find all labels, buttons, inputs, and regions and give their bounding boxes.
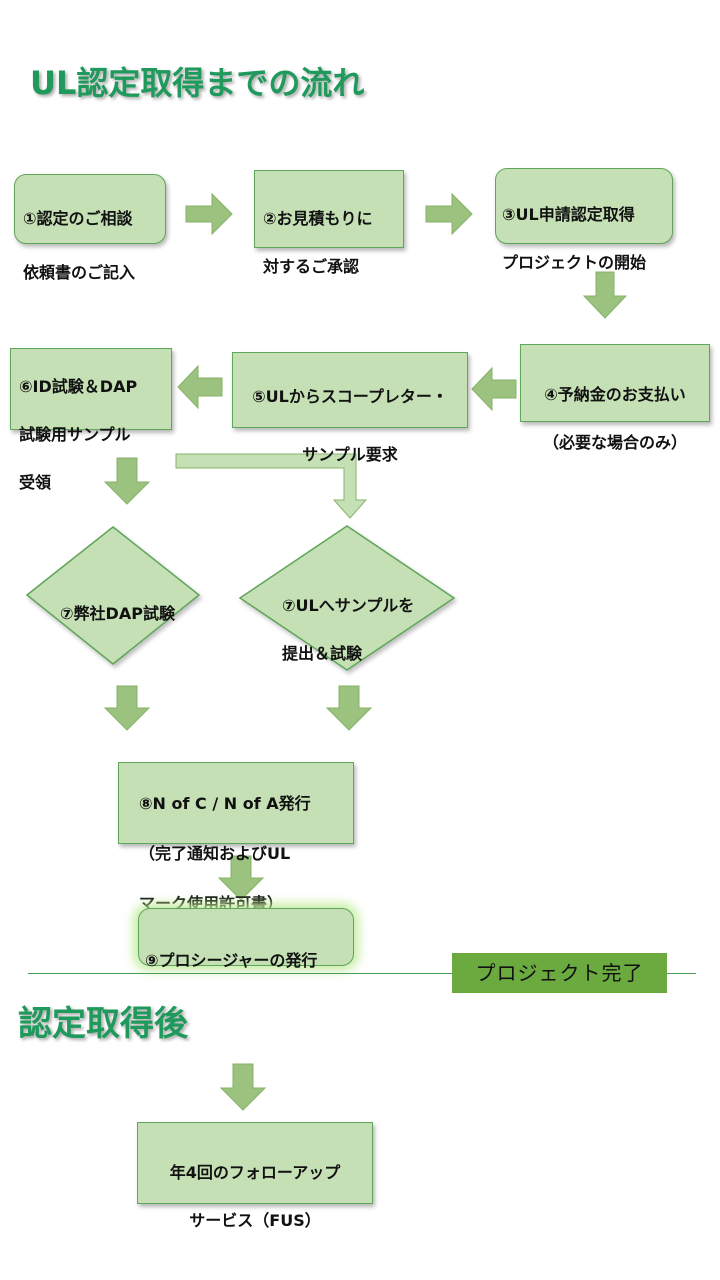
arrow-down-3-4 [582,271,628,319]
step-3-line-1: ③UL申請認定取得 [502,205,635,224]
step-1-line-2: 依頼書のご記入 [23,263,136,282]
step-4-line-2: （必要な場合のみ） [542,433,687,452]
step-1-line-1: ①認定のご相談 [23,209,133,228]
step-6-line-3: 受領 [19,473,52,492]
step-2-line-2: 対するご承認 [263,257,360,276]
step-4-prepayment: ④予納金のお支払い （必要な場合のみ） [520,344,710,452]
page-title: UL認定取得までの流れ [30,64,365,102]
step-8-line-2: （完了通知およびUL [139,844,291,863]
arrow-left-4-5 [471,366,517,412]
step-3-project-start: ③UL申請認定取得 プロジェクトの開始 [495,168,673,272]
arrow-left-5-6 [177,364,223,410]
step-5-line-2: サンプル要求 [302,445,398,464]
step-3-line-2: プロジェクトの開始 [502,253,647,272]
step-2-line-1: ②お見積もりに [263,209,373,228]
fus-line-2: サービス（FUS） [189,1211,321,1230]
step-2-estimate-approval: ②お見積もりに 対するご承認 [254,170,404,276]
step-9-procedure-issuance: ⑨プロシージャーの発行 [138,908,354,970]
follow-up-service: 年4回のフォローアップ サービス（FUS） [137,1122,373,1230]
section-divider [28,973,696,974]
step-7b-line-2: 提出＆試験 [282,644,363,663]
step-7b-ul-test: ⑦ULへサンプルを 提出＆試験 [282,570,452,690]
arrow-down-8-9 [217,855,265,901]
arrow-down-7b-8 [325,685,373,731]
step-7a-line-1: ⑦弊社DAP試験 [60,604,175,623]
fus-line-1: 年4回のフォローアップ [169,1163,341,1182]
step-5-scope-letter: ⑤ULからスコープレター・ サンプル要求 [232,352,468,464]
step-8-notice-issuance: ⑧N of C / N of A発行 （完了通知およびUL マーク使用許可書） [118,762,354,913]
arrow-right-1-2 [185,192,233,236]
step-6-line-2: 試験用サンプル [19,425,131,444]
section-title-after-certification: 認定取得後 [18,1004,188,1044]
step-7a-dap-test: ⑦弊社DAP試験 [60,578,210,650]
step-9-line-1: ⑨プロシージャーの発行 [145,951,318,970]
decision-diamond-7b [238,525,456,671]
step-1-consultation: ①認定のご相談 依頼書のご記入 [14,174,166,282]
step-7b-line-1: ⑦ULへサンプルを [282,596,415,615]
arrow-down-7a-8 [103,685,151,731]
arrow-down-after-fus [219,1063,267,1111]
step-8-line-1: ⑧N of C / N of A発行 [139,794,311,813]
project-complete-badge: プロジェクト完了 [452,953,667,993]
arrow-down-6-7a [103,457,151,505]
step-4-line-1: ④予納金のお支払い [544,385,686,404]
decision-diamond-7a [25,526,201,665]
step-5-line-1: ⑤ULからスコープレター・ [252,387,448,406]
step-6-line-1: ⑥ID試験＆DAP [19,377,138,396]
arrow-right-2-3 [425,192,473,236]
step-6-sample-receipt: ⑥ID試験＆DAP 試験用サンプル 受領 [10,348,172,492]
arrow-bent-6-7b [175,453,368,519]
